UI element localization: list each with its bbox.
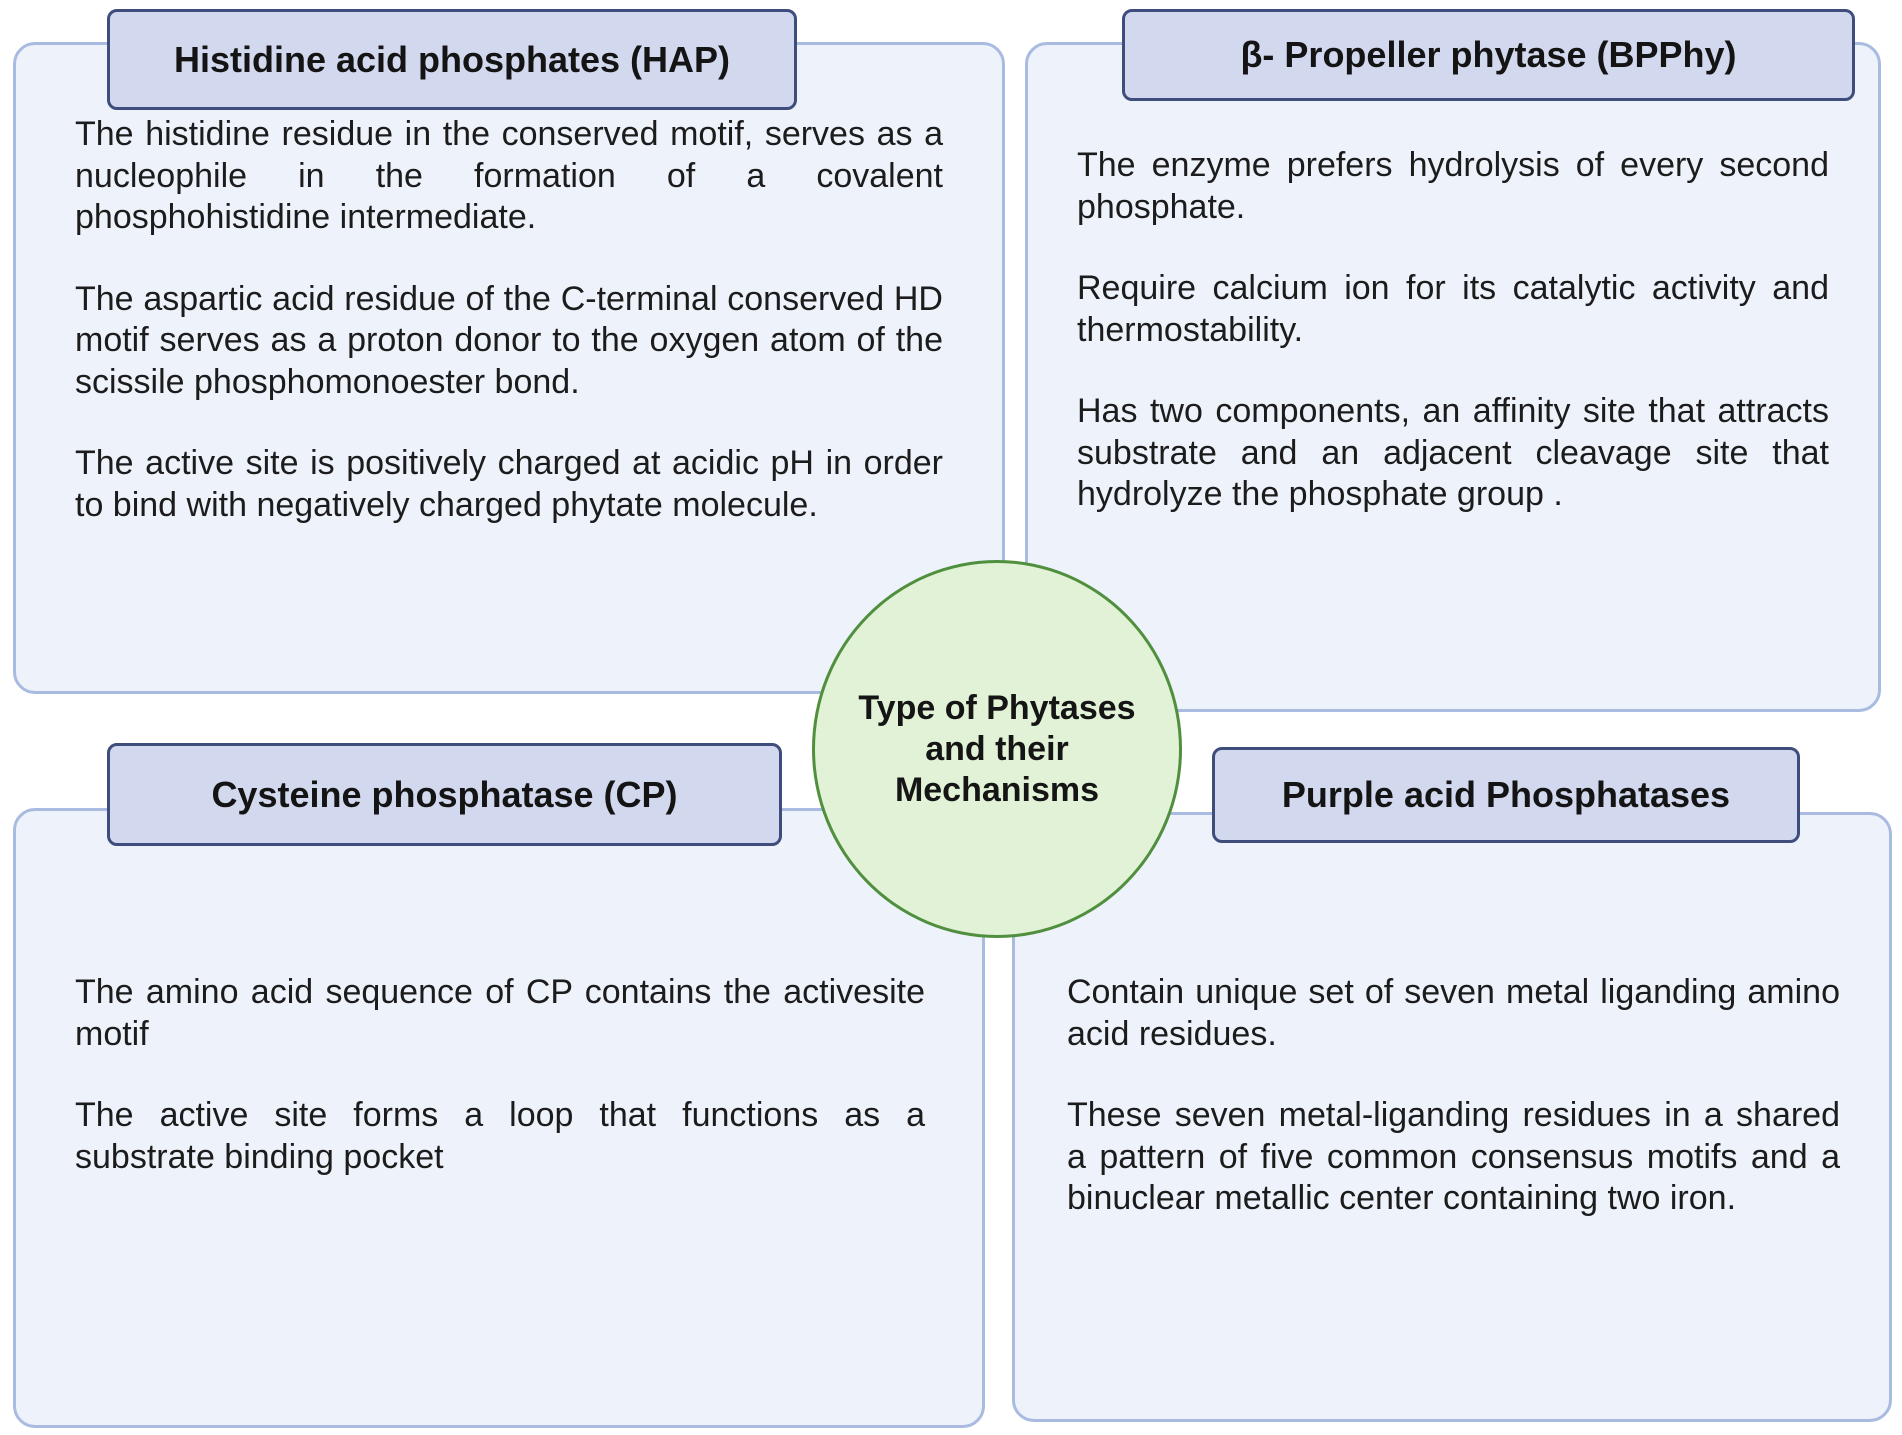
hap-title: Histidine acid phosphates (HAP) [107, 9, 797, 110]
pap-point-1: Contain unique set of seven metal ligand… [1067, 973, 1840, 1053]
cp-point-2: The active site forms a loop that functi… [75, 1096, 925, 1176]
bpphy-points: The enzyme prefers hydrolysis of every s… [1077, 145, 1829, 516]
bpphy-point-1: The enzyme prefers hydrolysis of every s… [1077, 146, 1829, 226]
cp-points: The amino acid sequence of CP contains t… [75, 972, 925, 1178]
hap-point-3: The active site is positively charged at… [75, 444, 943, 524]
hap-points: The histidine residue in the conserved m… [75, 114, 943, 526]
center-circle: Type of Phytases and their Mechanisms [812, 560, 1182, 938]
bpphy-title: β- Propeller phytase (BPPhy) [1122, 9, 1855, 101]
cp-point-1: The amino acid sequence of CP contains t… [75, 973, 925, 1053]
bpphy-panel [1025, 42, 1881, 712]
bpphy-point-3: Has two components, an affinity site tha… [1077, 392, 1829, 513]
center-title: Type of Phytases and their Mechanisms [858, 688, 1136, 809]
pap-points: Contain unique set of seven metal ligand… [1067, 972, 1840, 1220]
hap-point-2: The aspartic acid residue of the C-termi… [75, 279, 943, 401]
hap-panel [13, 42, 1005, 694]
pap-title: Purple acid Phosphatases [1212, 747, 1800, 843]
cp-panel [13, 808, 985, 1428]
hap-point-1: The histidine residue in the conserved m… [75, 115, 943, 236]
pap-point-2: These seven metal-liganding residues in … [1067, 1096, 1840, 1217]
pap-panel [1012, 812, 1892, 1422]
cp-title: Cysteine phosphatase (CP) [107, 743, 782, 846]
bpphy-point-2: Require calcium ion for its catalytic ac… [1077, 269, 1829, 349]
